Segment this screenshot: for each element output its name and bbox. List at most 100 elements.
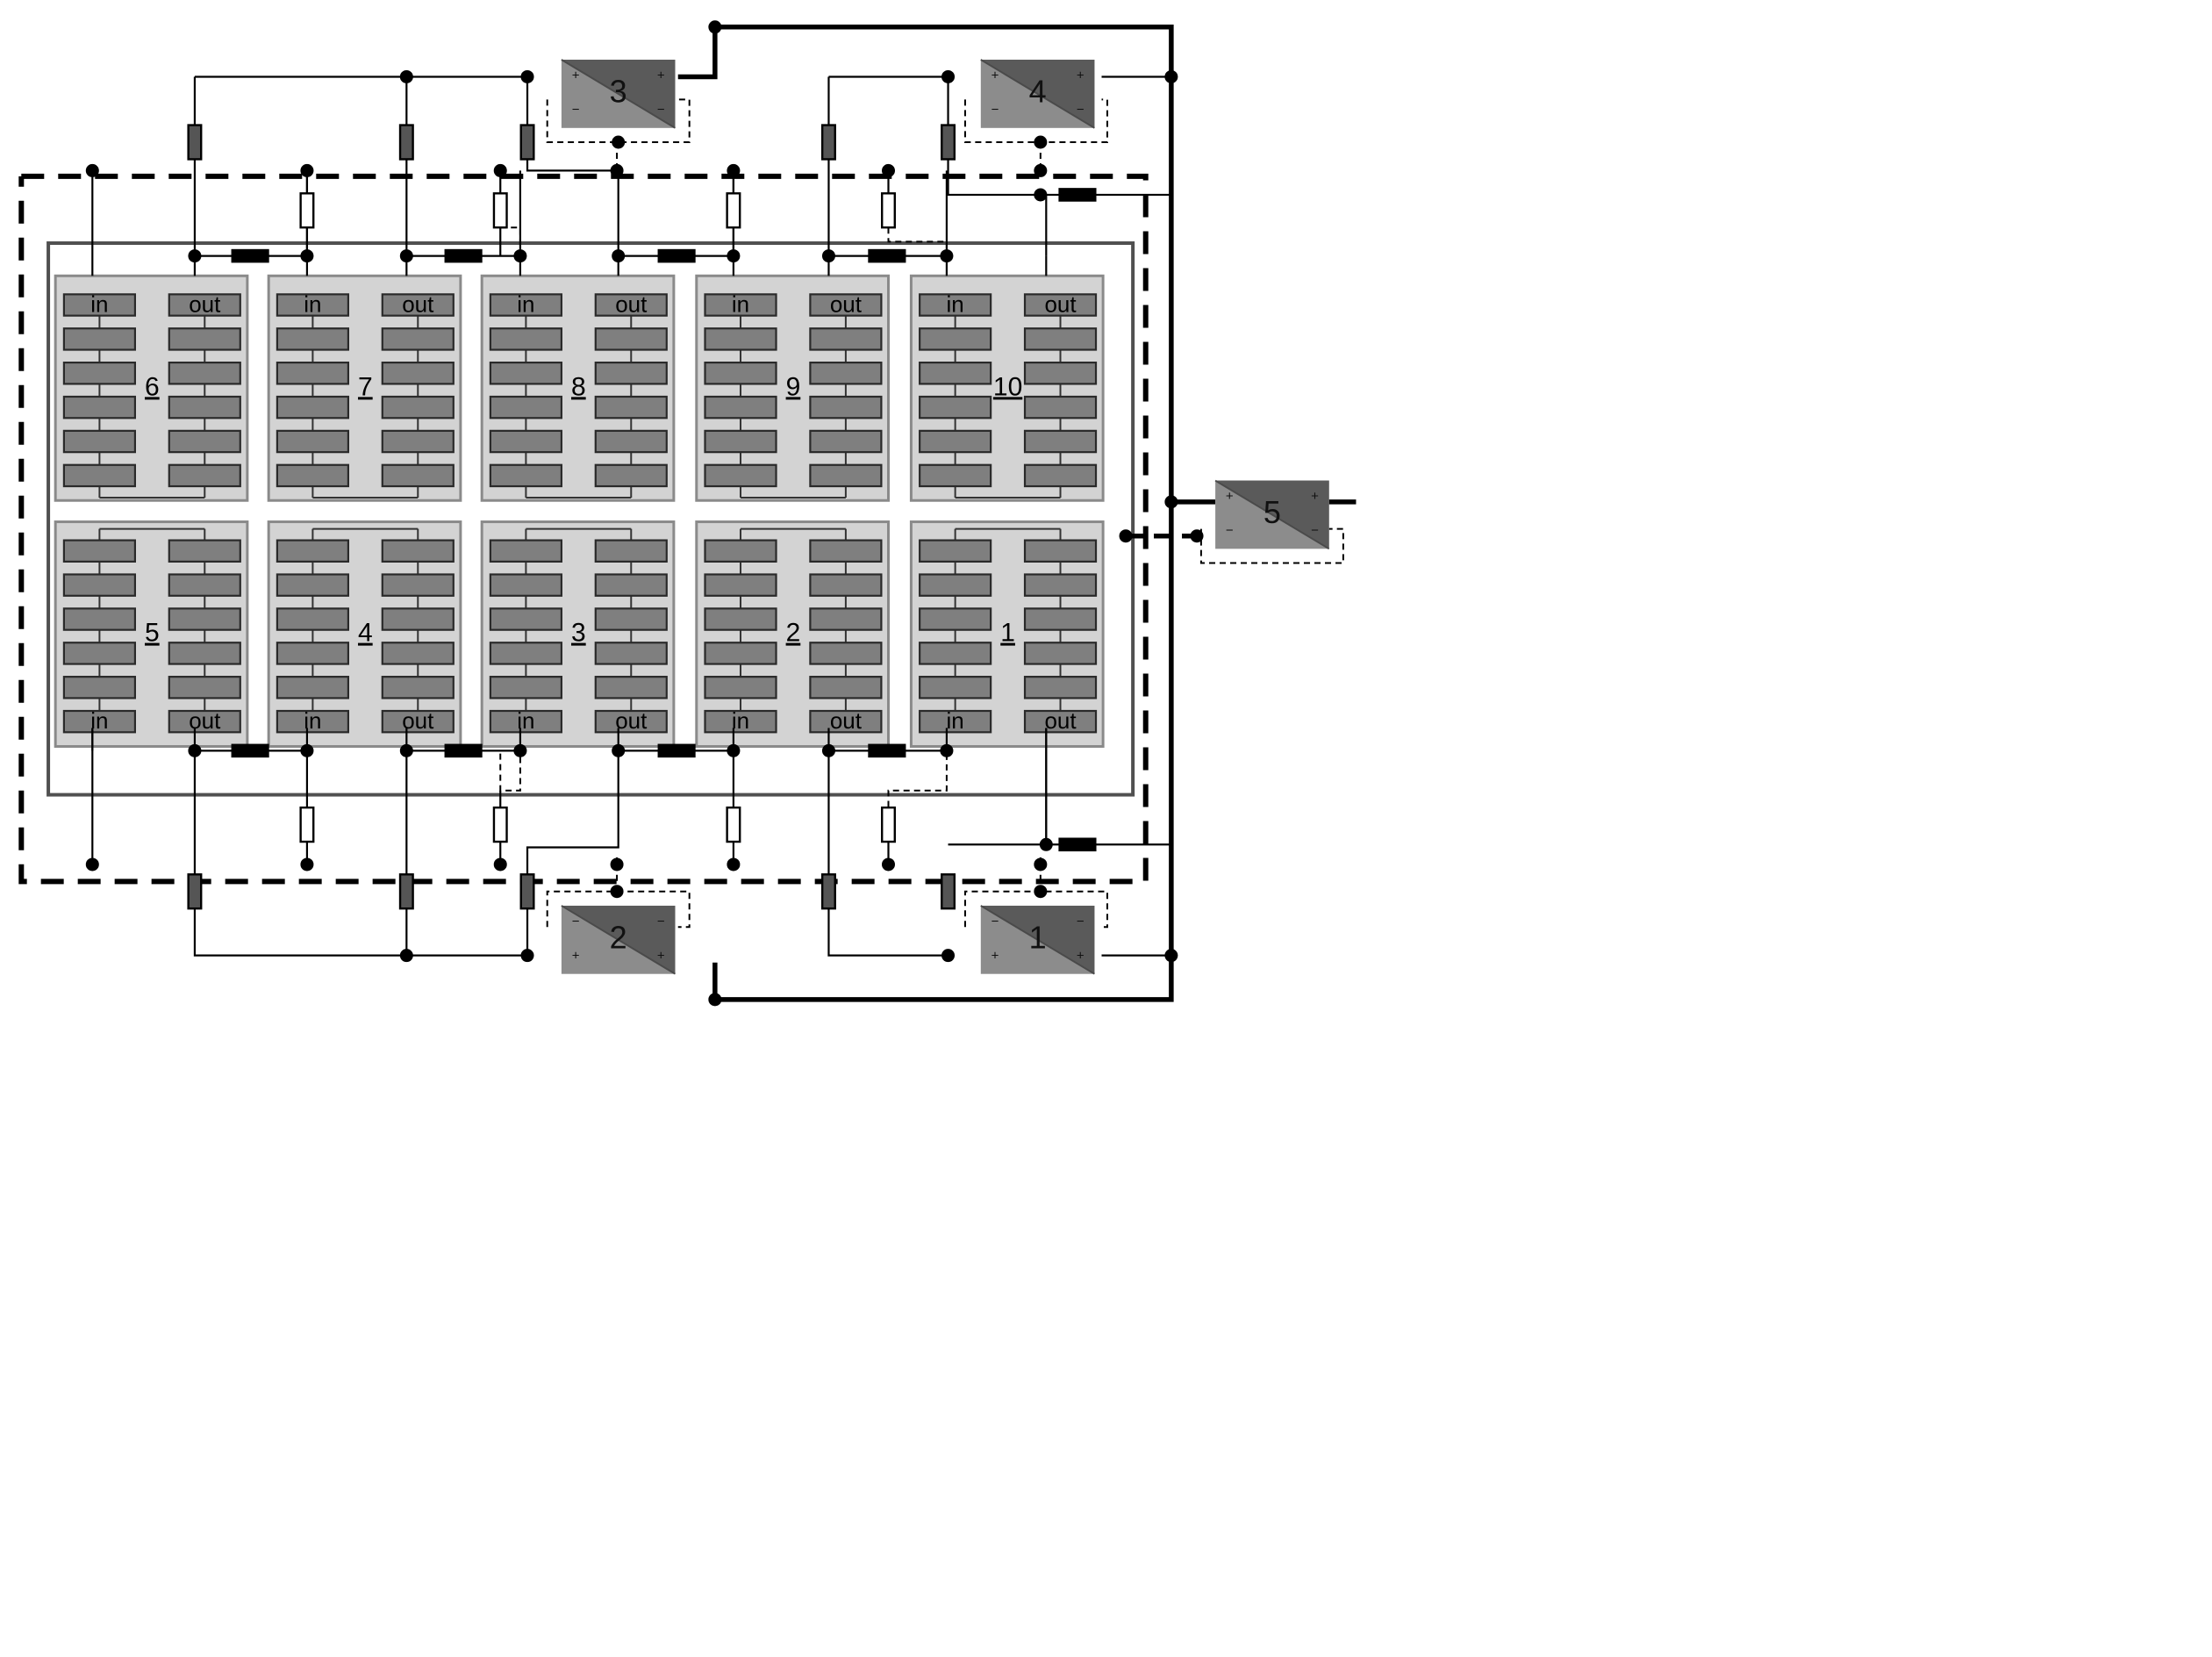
battery-cell (276, 539, 349, 563)
terminal-cell-in (919, 293, 992, 317)
terminal-cell-in (919, 709, 992, 734)
junction-dot (1190, 529, 1204, 543)
battery-cell (276, 676, 349, 699)
battery-cell (381, 539, 455, 563)
battery-cell (809, 676, 883, 699)
battery-cell (919, 676, 992, 699)
terminal-cell-in (489, 709, 563, 734)
battery-cell (1023, 642, 1098, 665)
balance-leg (948, 750, 1048, 846)
battery-cell (919, 573, 992, 597)
converter-minus-right: − (1311, 523, 1319, 538)
main-power-bus (712, 25, 1174, 1002)
battery-cell (489, 539, 563, 563)
battery-cell (62, 642, 137, 665)
junction-dot (520, 949, 534, 963)
battery-cell (276, 642, 349, 665)
terminal-label-out: out (830, 707, 863, 734)
terminal-cell-out (168, 709, 241, 734)
converter-minus-left: − (991, 103, 999, 118)
dc-dc-converter-1: −−++1 (980, 905, 1095, 975)
battery-cell (704, 327, 777, 351)
battery-cell (594, 676, 668, 699)
battery-cell (809, 327, 883, 351)
battery-cell (168, 362, 241, 385)
battery-cell (919, 539, 992, 563)
converter-number: 3 (610, 74, 627, 110)
terminal-cell-in (704, 709, 777, 734)
battery-cell (168, 429, 241, 454)
converter-minus-right: − (1077, 103, 1085, 118)
battery-cell (381, 463, 455, 488)
battery-cell (1023, 429, 1098, 454)
terminal-label-out: out (615, 707, 648, 734)
sense-resistor (492, 806, 508, 843)
junction-dot (727, 249, 741, 263)
battery-cell (919, 327, 992, 351)
bottom-balance-bus-a (193, 750, 528, 957)
balancing-resistor (398, 124, 414, 161)
battery-cell (489, 642, 563, 665)
module-number: 3 (571, 619, 586, 648)
battery-cell (594, 642, 668, 665)
battery-cell (168, 395, 241, 420)
balancing-resistor (820, 124, 836, 161)
battery-cell (381, 395, 455, 420)
battery-cell (809, 642, 883, 665)
battery-cell (489, 573, 563, 597)
terminal-label-in: in (732, 291, 749, 317)
balancing-resistor (187, 124, 203, 161)
battery-cell (1023, 395, 1098, 420)
terminal-cell-in (62, 293, 137, 317)
module-number: 5 (145, 619, 160, 648)
battery-cell (381, 429, 455, 454)
converter-4-sense-loop (963, 98, 1108, 143)
battery-cell (594, 607, 668, 631)
junctions-layer (85, 20, 1204, 1007)
heater-element (231, 743, 269, 758)
battery-cell (381, 573, 455, 597)
converter-number: 1 (1029, 920, 1047, 956)
balancing-resistor (519, 124, 535, 161)
battery-cell (381, 362, 455, 385)
terminal-label-in: in (90, 291, 108, 317)
junction-dot (1039, 837, 1053, 851)
terminal-cell-in (704, 293, 777, 317)
module-number: 1 (1000, 619, 1015, 648)
battery-cell (62, 607, 137, 631)
converter-minus-right: − (657, 103, 665, 118)
junction-dot (940, 249, 954, 263)
terminal-label-out: out (189, 707, 221, 734)
terminal-label-out: out (615, 291, 648, 317)
module-number: 8 (571, 372, 586, 401)
battery-cell (809, 539, 883, 563)
balancing-resistor (187, 873, 203, 910)
terminal-cell-out (594, 709, 668, 734)
junction-dot (708, 993, 722, 1007)
battery-cell (381, 607, 455, 631)
battery-cell (919, 429, 992, 454)
battery-cell (62, 573, 137, 597)
battery-cell (704, 642, 777, 665)
converter-plus-left: + (991, 949, 999, 964)
sense-resistor (881, 192, 896, 229)
battery-cell (276, 607, 349, 631)
balance-leg (526, 76, 619, 256)
battery-cell (489, 463, 563, 488)
battery-cell (704, 463, 777, 488)
converter-minus-left: − (572, 103, 580, 118)
battery-cell (704, 573, 777, 597)
battery-cell (168, 463, 241, 488)
terminal-label-in: in (517, 707, 534, 734)
battery-cell (168, 642, 241, 665)
terminal-cell-out (381, 709, 455, 734)
converter-diagonal (561, 59, 676, 129)
battery-cell (1023, 676, 1098, 699)
